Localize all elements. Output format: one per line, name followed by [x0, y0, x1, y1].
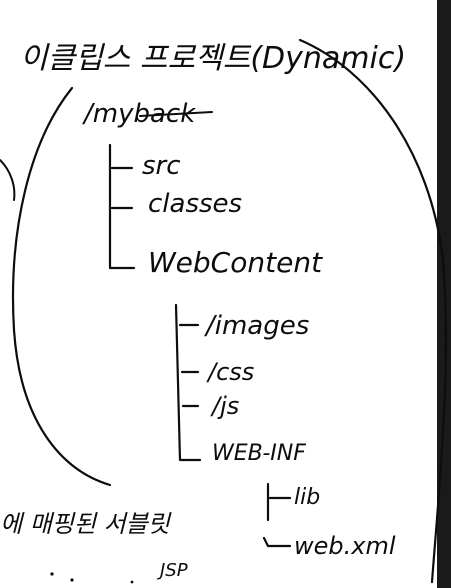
tree-item-images: /images [204, 311, 309, 341]
tree-item-webxml: web.xml [294, 532, 396, 560]
tree-item-classes: classes [148, 189, 242, 219]
root-strike [139, 111, 213, 117]
webinf-trunk [262, 482, 292, 548]
title-text: 이클립스 프로젝트(Dynamic) [20, 41, 406, 76]
ink-dot [130, 580, 134, 584]
left-arc [0, 159, 16, 201]
bottom-note-text: 에 매핑된 서블릿 [0, 510, 172, 538]
tree-item-webcontent: WebContent [148, 246, 323, 279]
tree-item-js: /js [210, 392, 239, 420]
ink-dot [50, 572, 54, 576]
enclosing-circle [11, 38, 448, 584]
tree-item-webinf: WEB-INF [212, 441, 306, 466]
tree-trunk [108, 143, 136, 270]
tree-item-css: /css [206, 358, 254, 386]
bottom-note-sub: JSP [157, 560, 188, 581]
tree-item-lib: lib [294, 485, 320, 510]
webcontent-trunk [174, 303, 202, 462]
tree-item-src: src [142, 151, 181, 181]
ink-dot [70, 578, 74, 582]
